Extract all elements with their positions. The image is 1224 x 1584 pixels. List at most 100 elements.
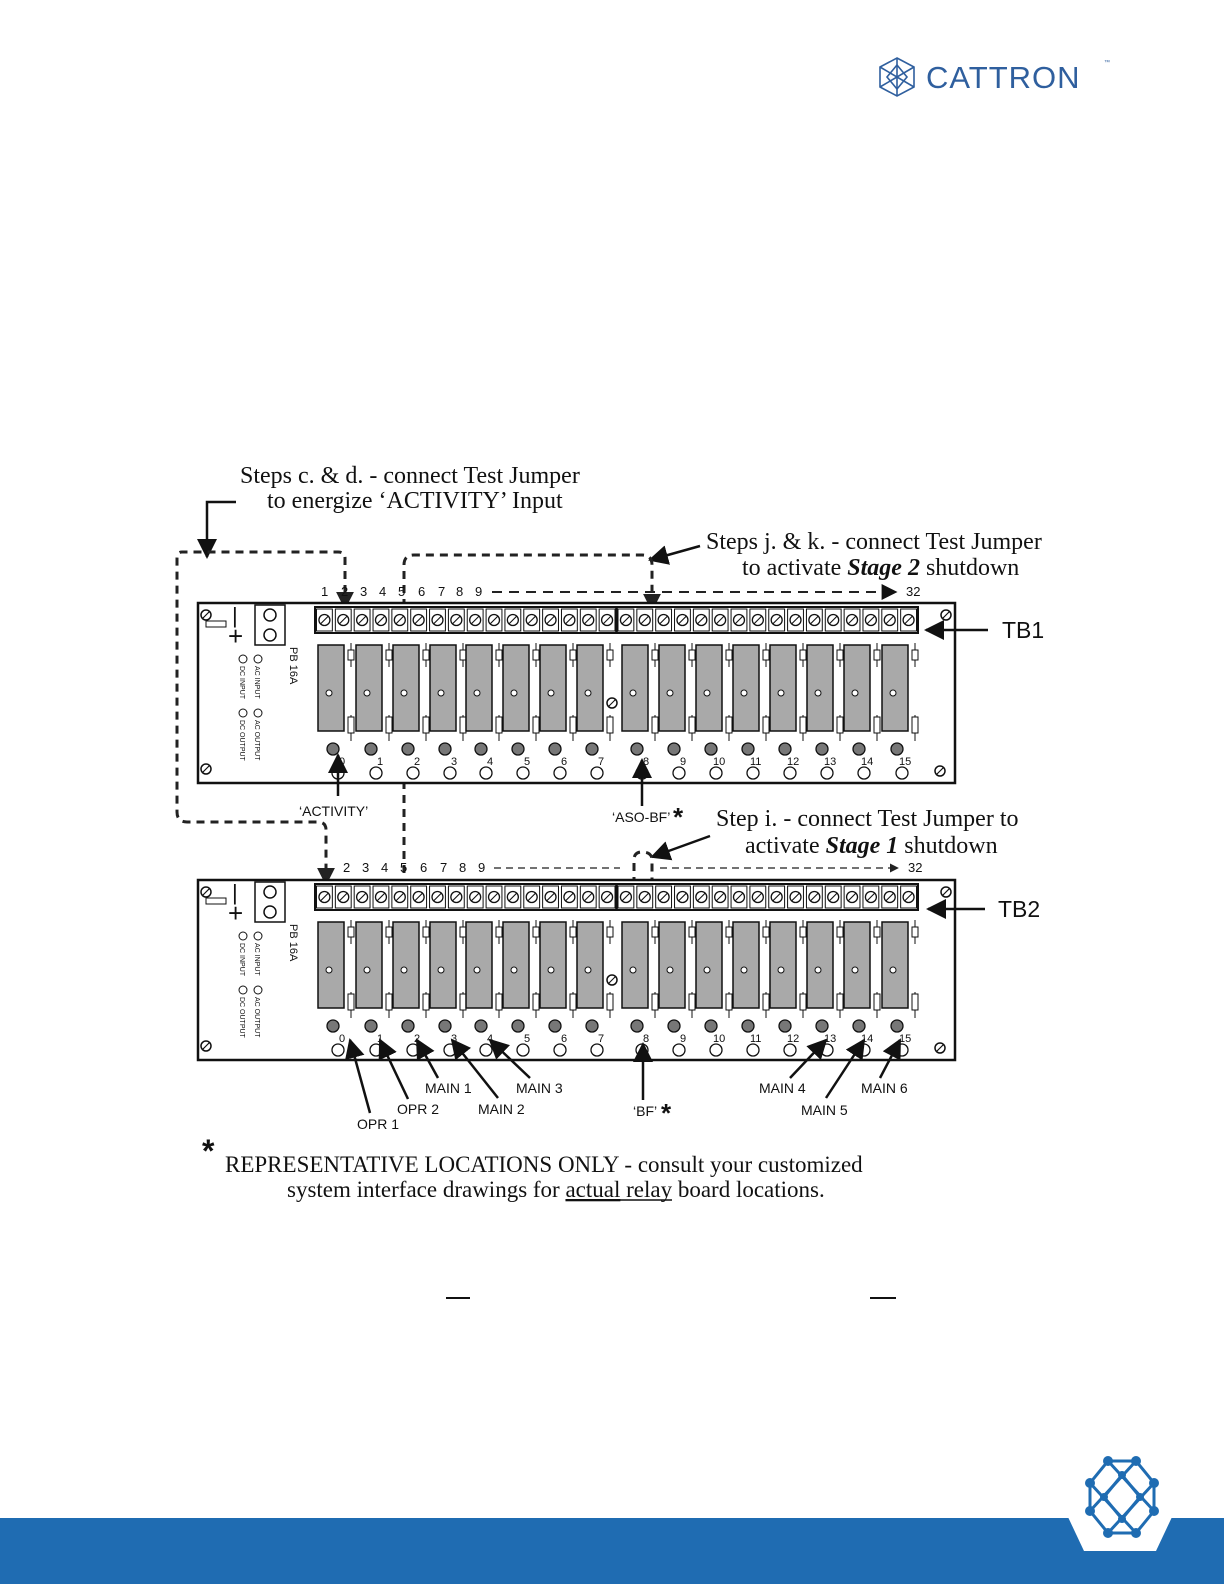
tb2-term-5: 5 [400, 860, 407, 875]
tb1-mount-screw-slot [936, 767, 944, 775]
tb2-term-3: 3 [362, 860, 369, 875]
tb2-relay [429, 921, 457, 1009]
tb2-center-screw-slot [607, 975, 617, 985]
tb1-relay [658, 644, 686, 732]
tb2-relay-number: 12 [787, 1033, 799, 1045]
tb2-relay-led [815, 1019, 829, 1033]
main4-callout: MAIN 4 [759, 1080, 806, 1096]
tb2-relay-screw-icon [851, 966, 859, 974]
tb2-mount-screw-slot [936, 1044, 944, 1052]
tb1-plus-sign: + [228, 621, 243, 651]
tb1-resistor [911, 716, 919, 734]
tb2-terminal-screw-slot [678, 892, 687, 902]
tb1-resistor [725, 716, 733, 734]
tb2-resistor [347, 993, 355, 1011]
tb1-terminal-screw-slot [451, 615, 461, 625]
cattron-network-icon [1060, 1449, 1180, 1551]
tb1-resistor [532, 716, 540, 734]
tb1-terminal-screw-slot [433, 615, 442, 625]
tb1-term-32: 32 [906, 584, 920, 599]
opr1-arrow [345, 1038, 372, 1114]
tb1-diode [532, 649, 540, 661]
tb1-relay-socket [746, 766, 760, 780]
tb1-relay-screw-icon [325, 689, 333, 697]
tb1-diode [606, 649, 614, 661]
tb1-terminal-screw-slot [395, 615, 405, 625]
main2-arrow [450, 1038, 499, 1099]
tb2-terminal-screw-slot [772, 892, 782, 902]
tb1-relay-screw-icon [400, 689, 408, 697]
tb1-resistor [569, 716, 577, 734]
tb1-relay-socket [516, 766, 530, 780]
tb2-relay [355, 921, 383, 1009]
tb2-terminal-screw-slot [640, 892, 650, 902]
tb1-resistor [799, 716, 807, 734]
tb2-relay-led [474, 1019, 488, 1033]
tb2-terminal-screw-slot [866, 892, 876, 902]
tb1-term-9: 9 [475, 584, 482, 599]
tb1-relay-led [401, 742, 415, 756]
steps-jk-arrow [648, 544, 701, 565]
tb2-legend-icon [238, 985, 248, 995]
tb1-diode [873, 649, 881, 661]
tb2-resistor [911, 993, 919, 1011]
tb1-diode [688, 649, 696, 661]
tb1-relay [576, 644, 604, 732]
tb1-relay-socket [590, 766, 604, 780]
tb2-terminal-screw-slot [357, 892, 367, 902]
tb1-relay-screw-icon [629, 689, 637, 697]
tb1-relay-socket [820, 766, 834, 780]
tb1-legend-label: DC INPUT [238, 666, 245, 700]
tb2-terminal-screw-slot [508, 892, 518, 902]
tb2-relay-number: 9 [680, 1033, 686, 1045]
tb2-diode [459, 926, 467, 938]
tb1-diode [459, 649, 467, 661]
tb2-diode [532, 926, 540, 938]
tb2-terminal-screw-slot [489, 892, 499, 902]
steps-jk-post: shutdown [920, 555, 1019, 581]
tb2-terminal-screw-slot [809, 892, 819, 902]
tb2-resistor [459, 993, 467, 1011]
tb1-terminal-screw-slot [376, 615, 386, 625]
tb2-terminal-screw-slot [546, 892, 555, 902]
tb2-diode [725, 926, 733, 938]
tb2-terminal-screw-slot [470, 892, 480, 902]
tb2-term-9: 9 [478, 860, 485, 875]
tb1-relay-led [778, 742, 792, 756]
tb1-relay-screw-icon [510, 689, 518, 697]
tb1-terminal-screw-slot [602, 615, 612, 625]
tb2-relay-screw-icon [473, 966, 481, 974]
tb2-relay-socket [672, 1043, 686, 1057]
tb2-diode [799, 926, 807, 938]
tb2-legend-label: DC INPUT [238, 943, 245, 977]
tb2-relay-screw-icon [889, 966, 897, 974]
tb1-center-screw-slot [607, 698, 617, 708]
main6-callout: MAIN 6 [861, 1080, 908, 1096]
tb2-relay-led [667, 1019, 681, 1033]
main1-arrow [415, 1038, 440, 1079]
tb2-resistor [532, 993, 540, 1011]
tb1-relay-screw-icon [777, 689, 785, 697]
tb1-diode [762, 649, 770, 661]
tb1-terminal-screw-slot [640, 615, 650, 625]
tb1-terminal-screw-slot [508, 615, 518, 625]
tb1-term-6: 6 [418, 584, 425, 599]
tb2-relay-socket [590, 1043, 604, 1057]
tb1-relay-led [667, 742, 681, 756]
tb2-relay-screw-icon [629, 966, 637, 974]
tb2-relay-number: 8 [643, 1033, 649, 1045]
tb1-relay [355, 644, 383, 732]
tb1-relay-socket [709, 766, 723, 780]
tb1-relay-number: 13 [824, 756, 836, 768]
tb2-relay-number: 7 [598, 1033, 604, 1045]
tb2-relay-led [704, 1019, 718, 1033]
tb1-terminal-screw-slot [753, 615, 763, 625]
tb2-relay-screw-icon [703, 966, 711, 974]
tb2-mount-screw-slot [202, 888, 210, 896]
tb1-diode [347, 649, 355, 661]
tb1-resistor [873, 716, 881, 734]
tb1-term-2: 2 [341, 584, 348, 599]
tb1-power-screw-icon [263, 628, 277, 642]
tb2-terminal-screw-slot [621, 892, 631, 902]
